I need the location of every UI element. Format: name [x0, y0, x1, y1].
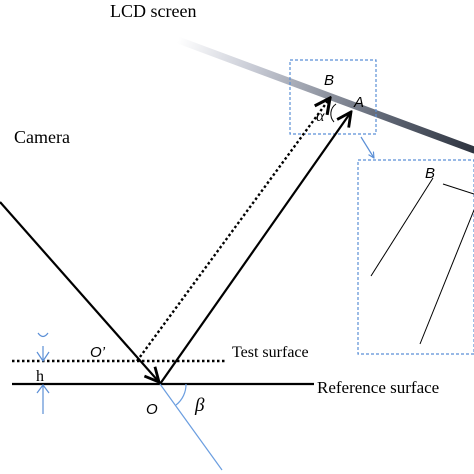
- height-bracket-top: [37, 332, 49, 338]
- point-b-label: B: [324, 72, 334, 89]
- inset-line-right: [419, 209, 474, 345]
- inset-line-upper-right: [442, 183, 474, 195]
- height-arrowhead-bottom: [36, 384, 50, 394]
- height-arrowhead-top: [36, 351, 50, 363]
- reflected-ray-oa: [159, 112, 351, 385]
- detail-selection-box: [289, 59, 377, 135]
- test-surface-label: Test surface: [232, 344, 309, 361]
- inset-zoom-box: [357, 159, 474, 355]
- inset-line-left: [370, 177, 434, 277]
- lcd-screen-bar: [174, 36, 474, 154]
- lcd-screen-label: LCD screen: [110, 1, 196, 21]
- angle-alpha-arc: [330, 103, 337, 123]
- angle-beta-arc: [175, 383, 187, 406]
- point-o-label: O: [146, 401, 158, 418]
- camera-incident-ray: [0, 201, 159, 382]
- angle-beta-label: β: [194, 395, 205, 416]
- point-o-prime-label: O’: [90, 344, 106, 361]
- angle-alpha-label: α: [316, 108, 325, 125]
- reference-surface-label: Reference surface: [317, 378, 439, 397]
- normal-line: [159, 383, 223, 471]
- point-a-label: A: [353, 94, 364, 111]
- reflected-ray-o-prime-b: [136, 98, 330, 362]
- camera-label: Camera: [14, 127, 70, 147]
- inset-point-b-label: B: [425, 165, 435, 182]
- zoom-connector-arrow: [360, 136, 374, 158]
- height-h-label: h: [36, 368, 44, 385]
